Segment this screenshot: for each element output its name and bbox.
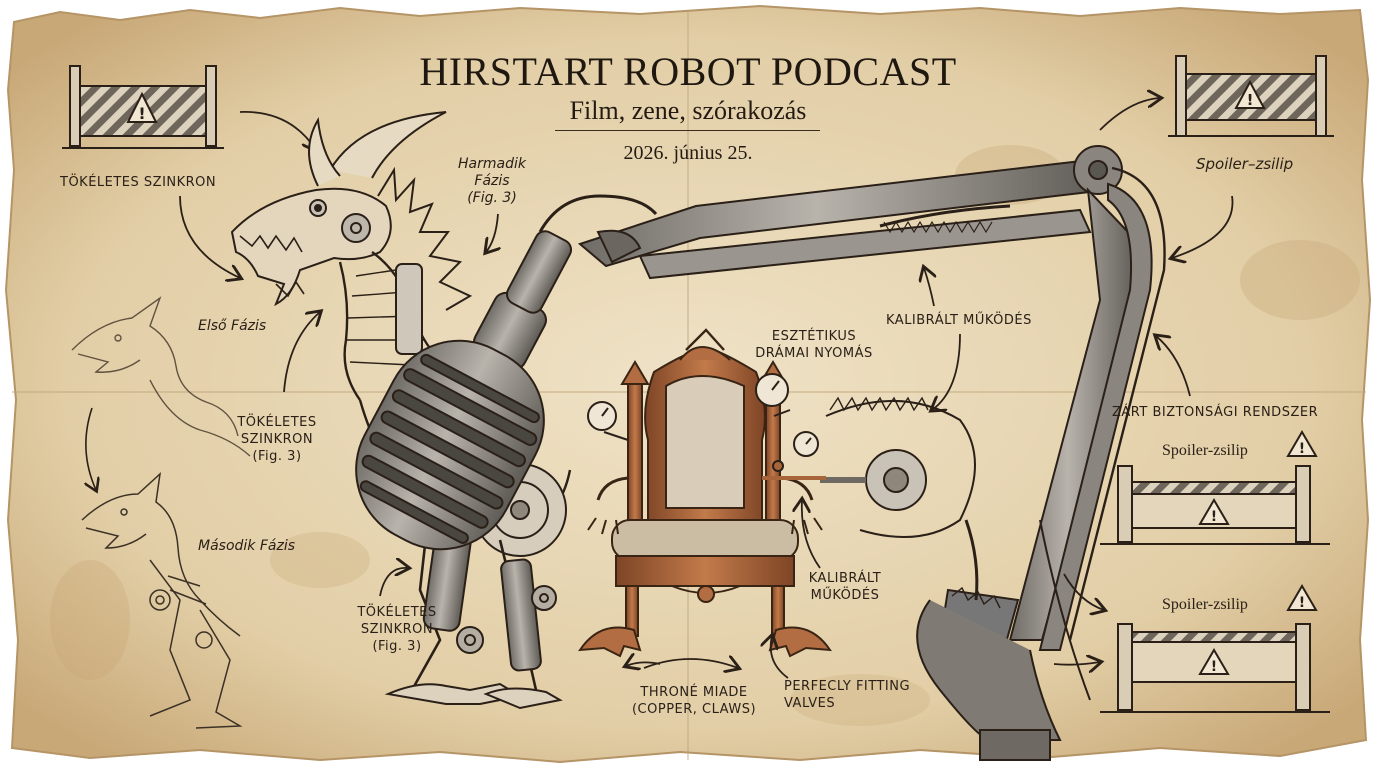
title-divider <box>555 130 820 131</box>
label-tokeletes-szinkron-top: TÖKÉLETES SZINKRON <box>60 175 217 190</box>
throne <box>578 328 832 658</box>
label-spoiler-mid: Spoiler-zsilip <box>1162 442 1248 459</box>
gauge <box>587 373 826 480</box>
flywheel <box>820 396 976 539</box>
svg-text:!: ! <box>1299 595 1305 611</box>
svg-text:!: ! <box>1211 509 1217 525</box>
barrier-icon-right-low: ! ! <box>1100 584 1330 713</box>
label-throne: THRONÉ MIADE (COPPER, CLAWS) <box>631 685 757 717</box>
svg-text:!: ! <box>1247 91 1254 109</box>
microphone <box>355 194 658 551</box>
label-spoiler-low: Spoiler-zsilip <box>1162 596 1248 613</box>
svg-text:!: ! <box>1211 659 1217 675</box>
label-valves: PERFECLY FITTING VALVES <box>784 679 911 711</box>
page-title: HIRSTART ROBOT PODCAST <box>419 49 957 94</box>
label-esztetikus: ESZTÉTIKUS DRÁMAI NYOMÁS <box>755 329 873 361</box>
boom-arm <box>577 145 1166 761</box>
barrier-icon-top-right: ! <box>1168 55 1334 137</box>
label-spoiler-top: Spoiler–zsilip <box>1196 155 1294 173</box>
label-harmadik-fazis: Harmadik Fázis (Fig. 3) <box>458 156 526 206</box>
svg-text:!: ! <box>138 104 145 123</box>
barrier-icon-right-mid: ! ! <box>1100 430 1330 545</box>
page-date: 2026. június 25. <box>623 142 753 164</box>
label-kalibralt-low: KALIBRÁLT MŰKÖDÉS <box>808 571 882 603</box>
page-subtitle: Film, zene, szórakozás <box>569 96 807 125</box>
label-tokeletes-szinkron-low: TÖKÉLETES SZINKRON (Fig. 3) <box>357 605 437 654</box>
dragon-robot <box>230 111 572 710</box>
dragon-sketch-robot <box>81 472 243 729</box>
label-kalibralt-top: KALIBRÁLT MŰKÖDÉS <box>886 313 1032 328</box>
barrier-icon-top-left: ! <box>62 65 224 149</box>
label-zart-biztonsagi: ZÁRT BIZTONSÁGI RENDSZER <box>1112 405 1319 420</box>
dragon-sketch-small <box>71 296 251 457</box>
label-tokeletes-szinkron-mid: TÖKÉLETES SZINKRON (Fig. 3) <box>237 415 317 464</box>
label-masodik-fazis: Második Fázis <box>198 538 296 554</box>
label-elso-fazis: Első Fázis <box>198 318 267 334</box>
svg-text:!: ! <box>1299 441 1305 457</box>
